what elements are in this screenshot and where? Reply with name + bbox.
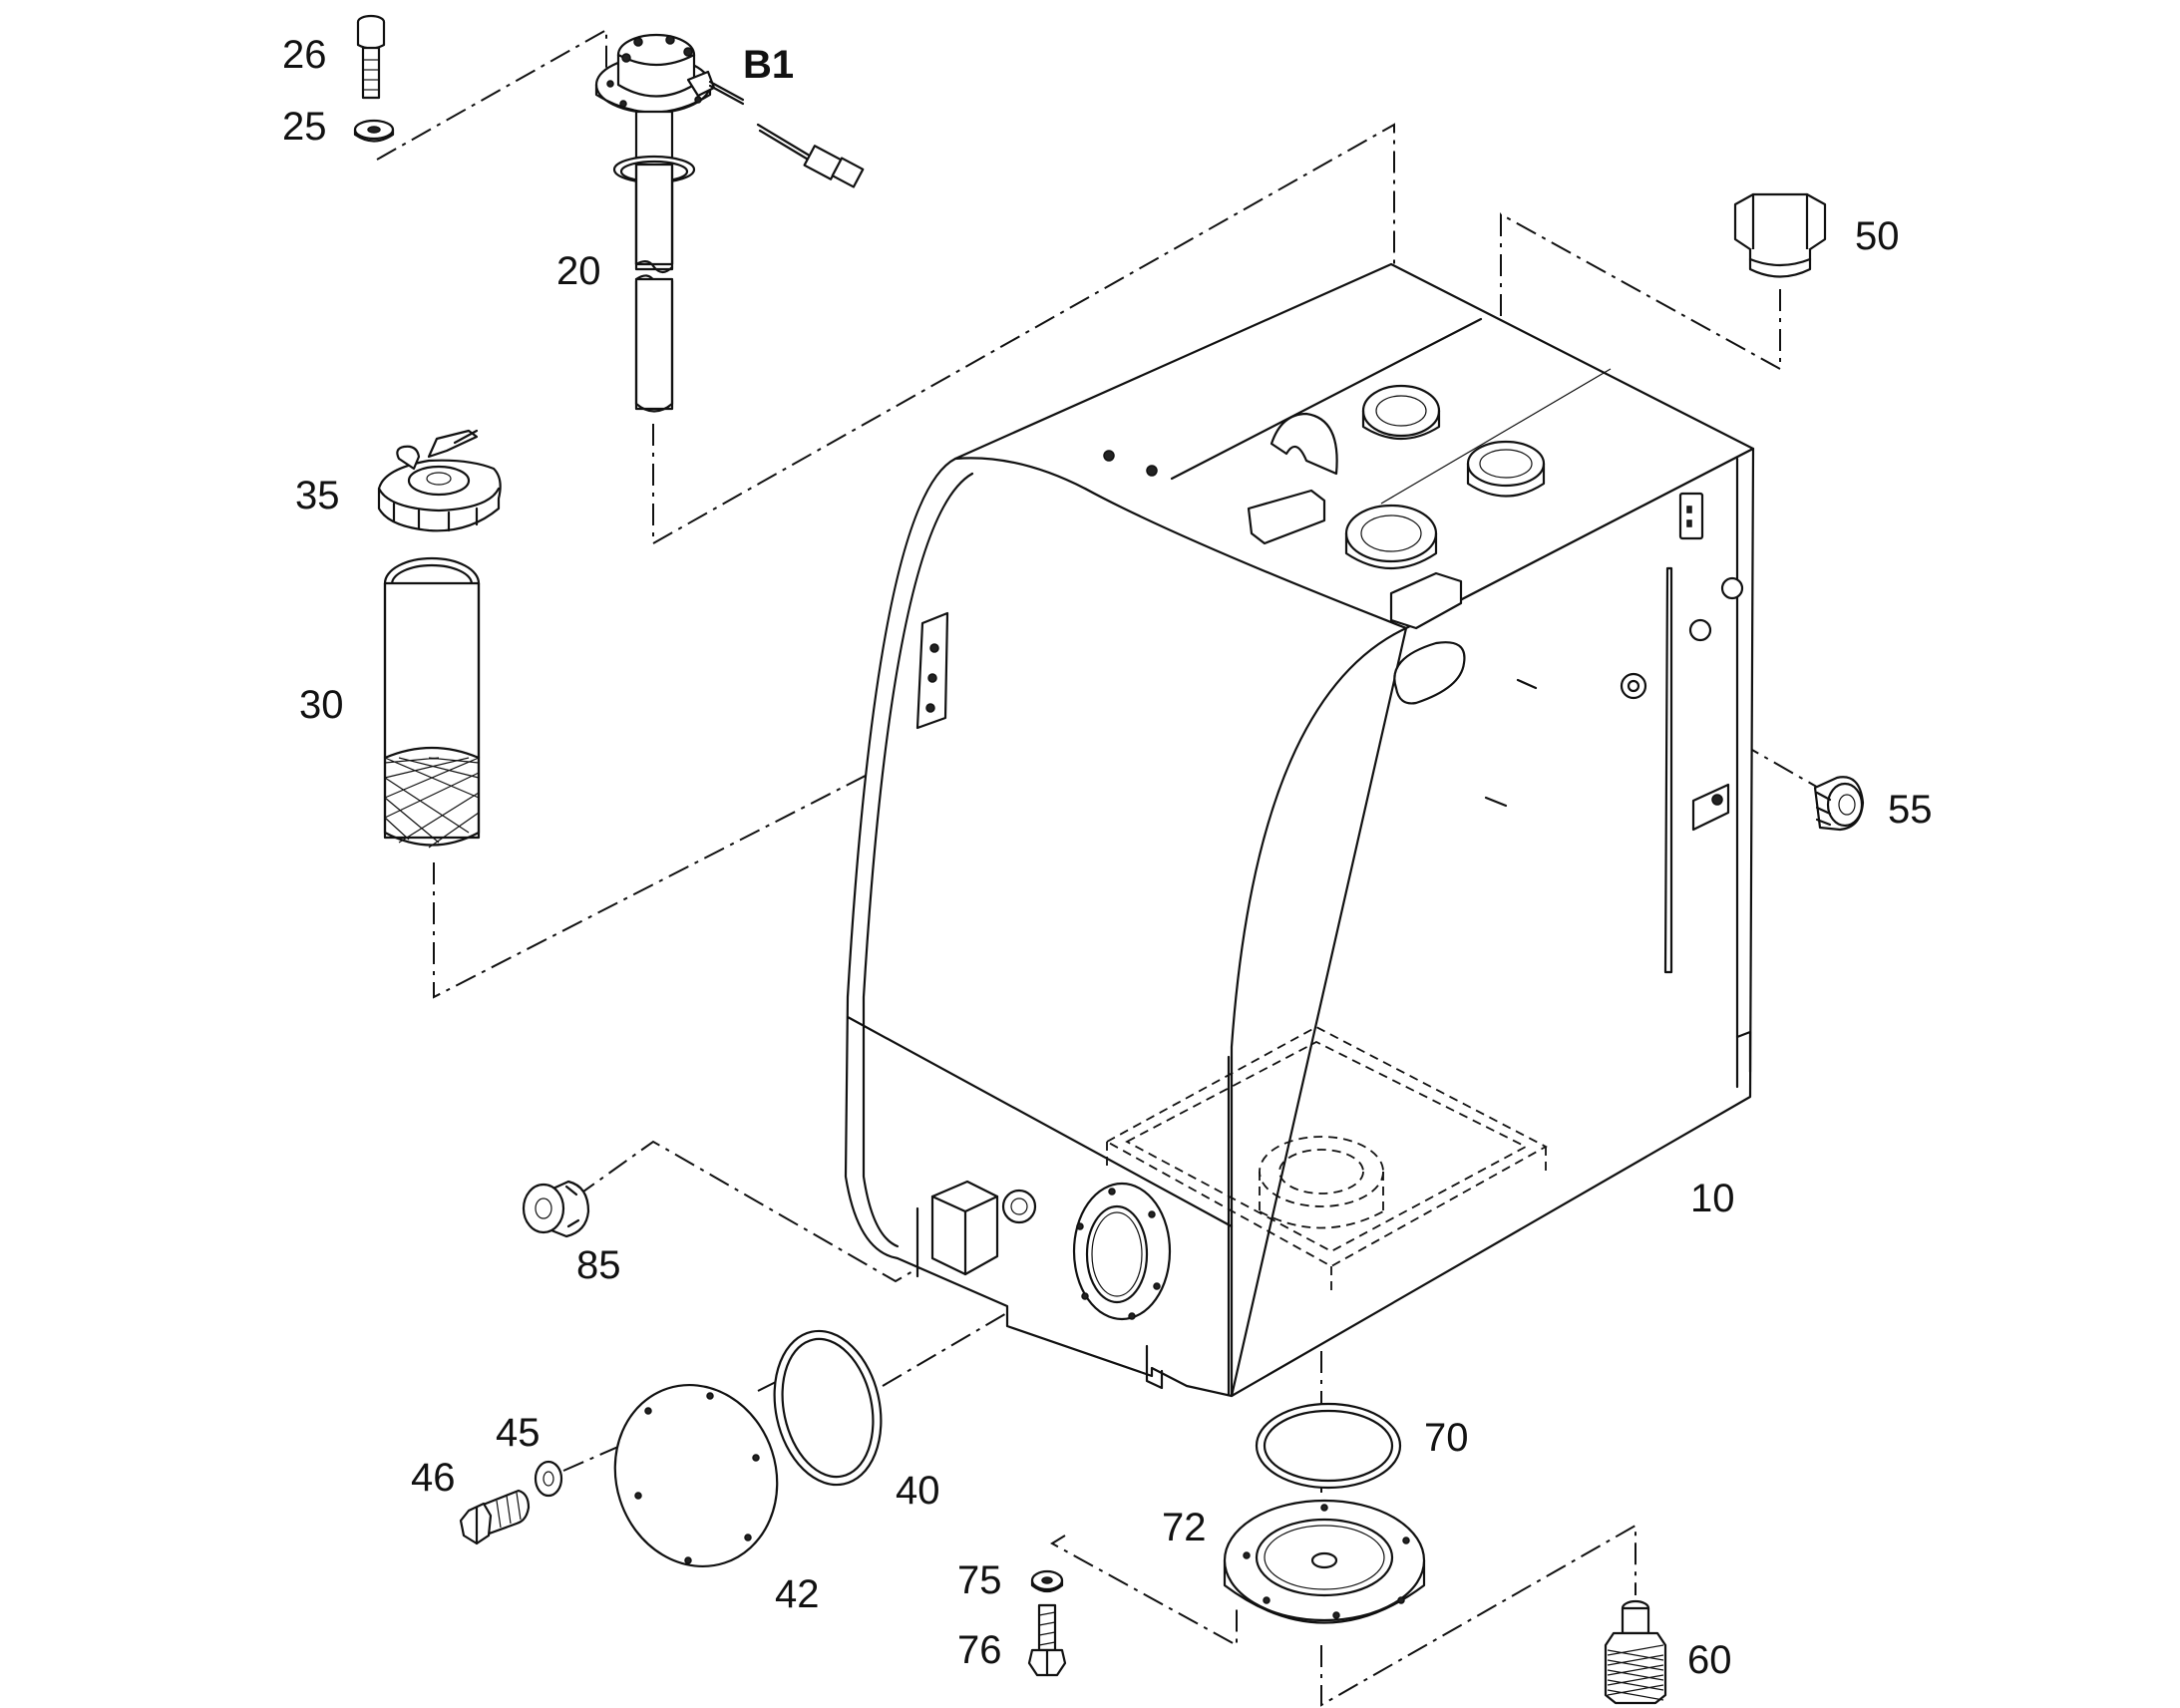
part-washer-75	[1030, 1569, 1064, 1593]
callout-85: 85	[576, 1243, 621, 1287]
callout-labels: 26 25 B1 20 35 30 50 55 10 85 45 46 40 4…	[282, 33, 1933, 1682]
callout-20: 20	[556, 249, 601, 293]
callout-75: 75	[957, 1558, 1002, 1602]
callout-60: 60	[1687, 1638, 1732, 1682]
part-plug-85	[522, 1180, 590, 1238]
part-drain-valve-60	[1604, 1599, 1667, 1705]
part-gasket-70	[1255, 1402, 1402, 1490]
part-filler-cap-35	[377, 429, 502, 532]
part-level-sensor-b1	[594, 33, 865, 413]
part-tank	[844, 262, 1755, 1398]
callout-b1: B1	[743, 43, 794, 87]
part-cover-72	[1223, 1499, 1426, 1624]
callout-55: 55	[1888, 788, 1933, 832]
callout-30: 30	[299, 683, 344, 727]
callout-76: 76	[957, 1628, 1002, 1672]
callout-40: 40	[896, 1469, 940, 1513]
part-gasket-40	[773, 1329, 883, 1487]
callout-10: 10	[1690, 1177, 1735, 1220]
part-cap-50	[1733, 192, 1827, 278]
part-strainer-30	[383, 556, 481, 849]
part-bolt-76	[1027, 1603, 1067, 1677]
callout-42: 42	[775, 1572, 820, 1616]
part-bolt-26	[356, 14, 386, 100]
callout-35: 35	[295, 474, 340, 517]
part-cover-42	[613, 1383, 779, 1568]
callout-26: 26	[282, 33, 327, 77]
callout-25: 25	[282, 105, 327, 149]
part-washer-25	[353, 119, 395, 143]
callout-46: 46	[411, 1456, 456, 1500]
part-plug-55	[1813, 776, 1865, 832]
part-bolt-46	[459, 1489, 531, 1545]
part-washer-45	[534, 1460, 563, 1498]
callout-72: 72	[1162, 1506, 1207, 1549]
callout-45: 45	[496, 1411, 541, 1455]
callout-50: 50	[1855, 214, 1900, 258]
callout-70: 70	[1424, 1416, 1469, 1460]
